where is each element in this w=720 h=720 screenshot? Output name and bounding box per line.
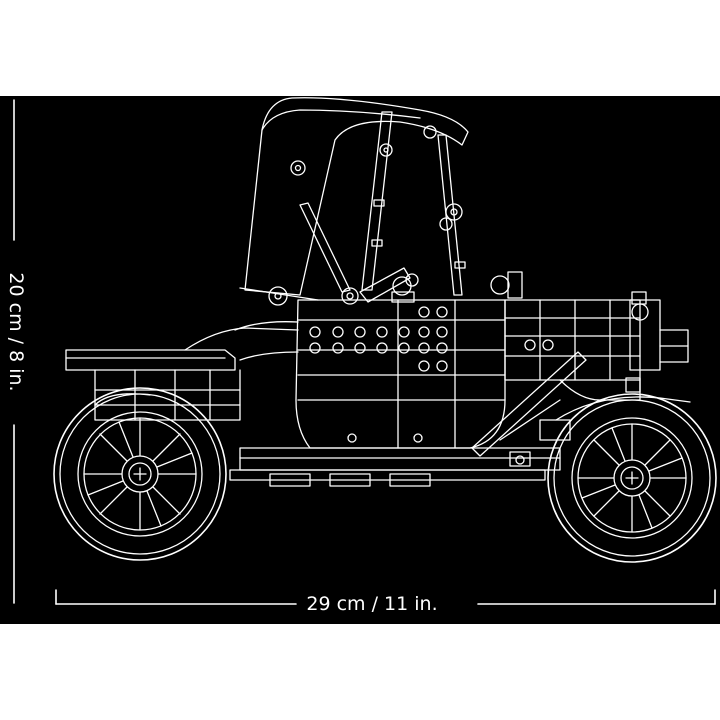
rear-wheel bbox=[53, 387, 227, 561]
product-dimension-diagram bbox=[0, 96, 720, 624]
chassis bbox=[229, 433, 561, 487]
car-canopy bbox=[239, 97, 469, 306]
body-studs bbox=[309, 306, 448, 372]
width-dimension-label: 29 cm / 11 in. bbox=[306, 593, 438, 615]
car-body bbox=[184, 299, 506, 449]
rear-wheel-spokes bbox=[83, 417, 197, 531]
engine-hood bbox=[490, 271, 641, 401]
front-fender bbox=[555, 396, 691, 421]
rear-deck bbox=[65, 349, 241, 421]
front-radiator bbox=[629, 291, 689, 371]
front-wheel bbox=[547, 393, 717, 563]
front-suspension bbox=[471, 351, 587, 467]
height-dimension-label: 20 cm / 8 in. bbox=[5, 272, 27, 392]
width-dimension-line bbox=[55, 589, 716, 605]
canopy-struts bbox=[299, 111, 466, 305]
car-line-drawing bbox=[13, 97, 717, 605]
front-wheel-spokes bbox=[577, 423, 687, 533]
steering-wheel bbox=[359, 267, 419, 303]
